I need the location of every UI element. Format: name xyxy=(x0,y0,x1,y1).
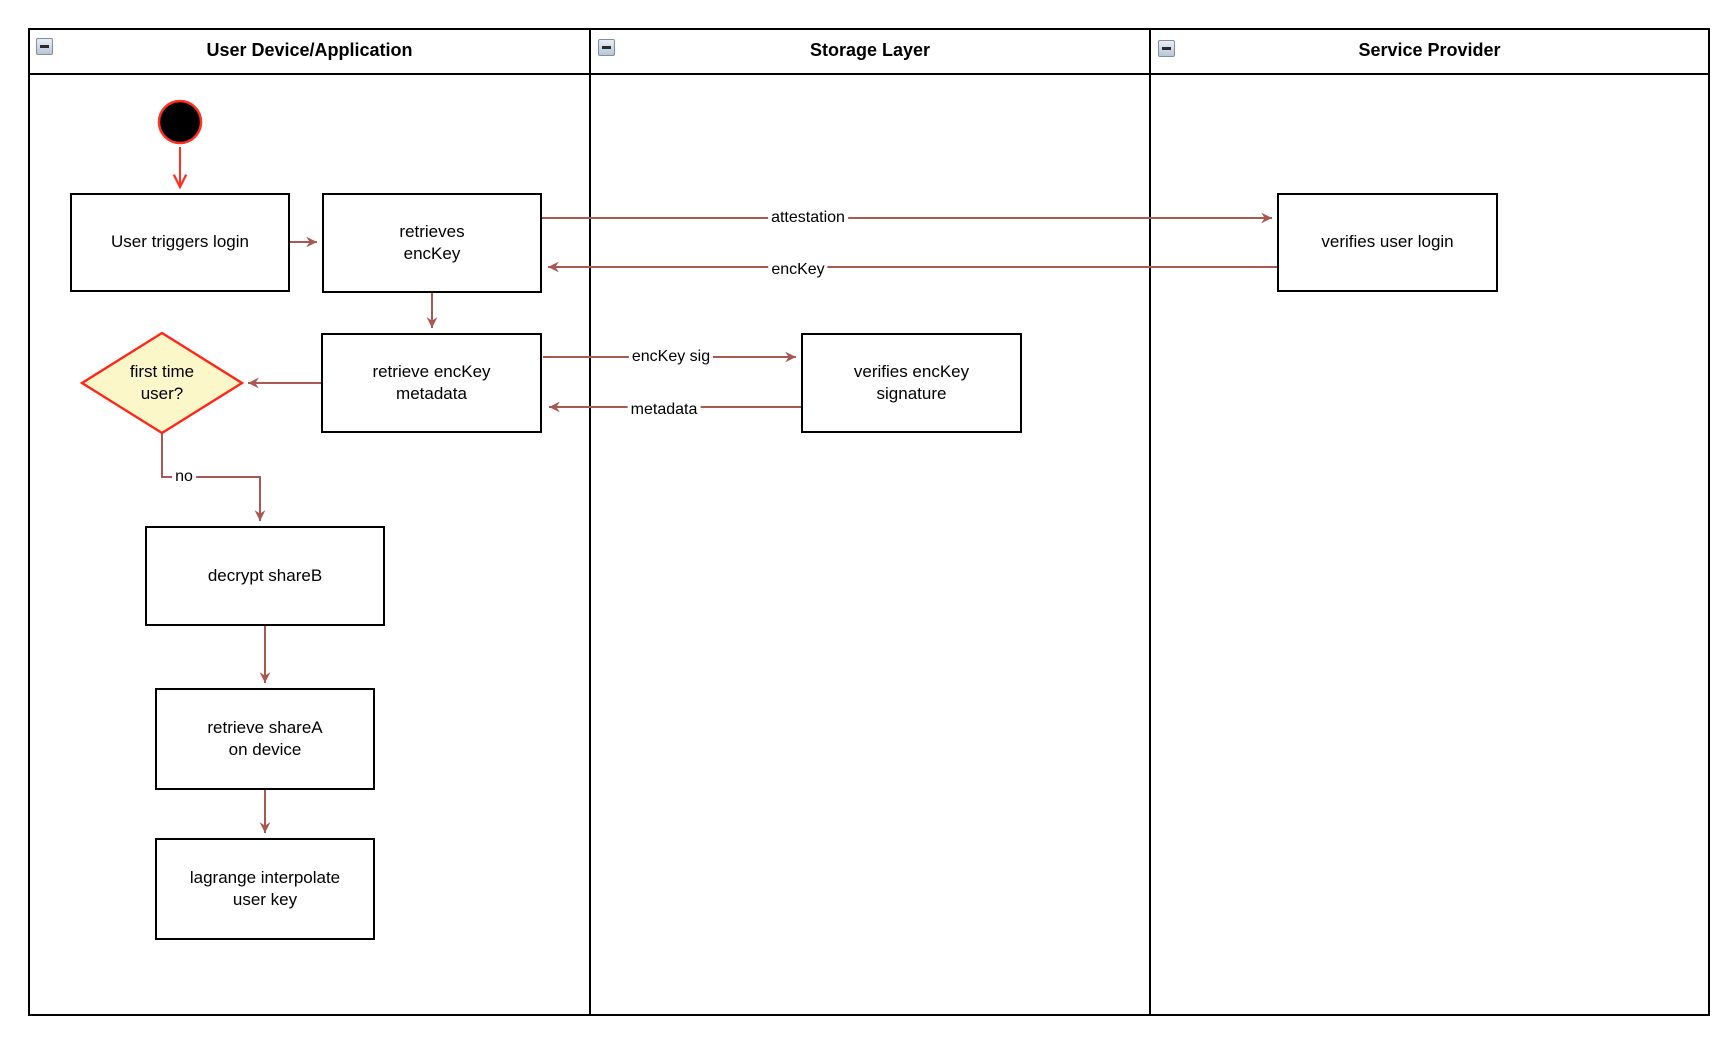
lane-header-divider xyxy=(28,73,1710,75)
lane-title-service-provider[interactable]: Service Provider xyxy=(1358,40,1501,60)
collapse-minus-icon[interactable] xyxy=(36,38,53,55)
edge-label-no[interactable]: no xyxy=(172,468,196,486)
node-decrypt-shareb[interactable]: decrypt shareB xyxy=(145,526,385,626)
node-retrieves-enckey[interactable]: retrieves encKey xyxy=(322,193,542,293)
minus-bar xyxy=(602,46,611,49)
minus-bar xyxy=(40,45,49,48)
collapse-minus-icon[interactable] xyxy=(598,39,615,56)
collapse-minus-icon[interactable] xyxy=(1158,40,1175,57)
node-lagrange-interpolate[interactable]: lagrange interpolate user key xyxy=(155,838,375,940)
swimlane-pool-border xyxy=(28,28,1710,1016)
node-retrieve-enckey-metadata[interactable]: retrieve encKey metadata xyxy=(321,333,542,433)
edge-label-metadata[interactable]: metadata xyxy=(627,401,701,419)
lane-title-user-device[interactable]: User Device/Application xyxy=(206,40,413,60)
lane-title-storage-layer[interactable]: Storage Layer xyxy=(809,40,931,60)
edge-label-enckey[interactable]: encKey xyxy=(768,261,828,279)
lane-separator-2 xyxy=(1149,28,1151,1016)
node-retrieve-sharea[interactable]: retrieve shareA on device xyxy=(155,688,375,790)
node-user-triggers-login[interactable]: User triggers login xyxy=(70,193,290,292)
node-verifies-enckey-signature[interactable]: verifies encKey signature xyxy=(801,333,1022,433)
edge-label-enckey-sig[interactable]: encKey sig xyxy=(628,348,714,366)
decision-label: first time user? xyxy=(129,361,195,403)
edge-label-attestation[interactable]: attestation xyxy=(768,209,848,227)
node-verifies-user-login[interactable]: verifies user login xyxy=(1277,193,1498,292)
minus-bar xyxy=(1162,47,1171,50)
lane-separator-1 xyxy=(589,28,591,1016)
